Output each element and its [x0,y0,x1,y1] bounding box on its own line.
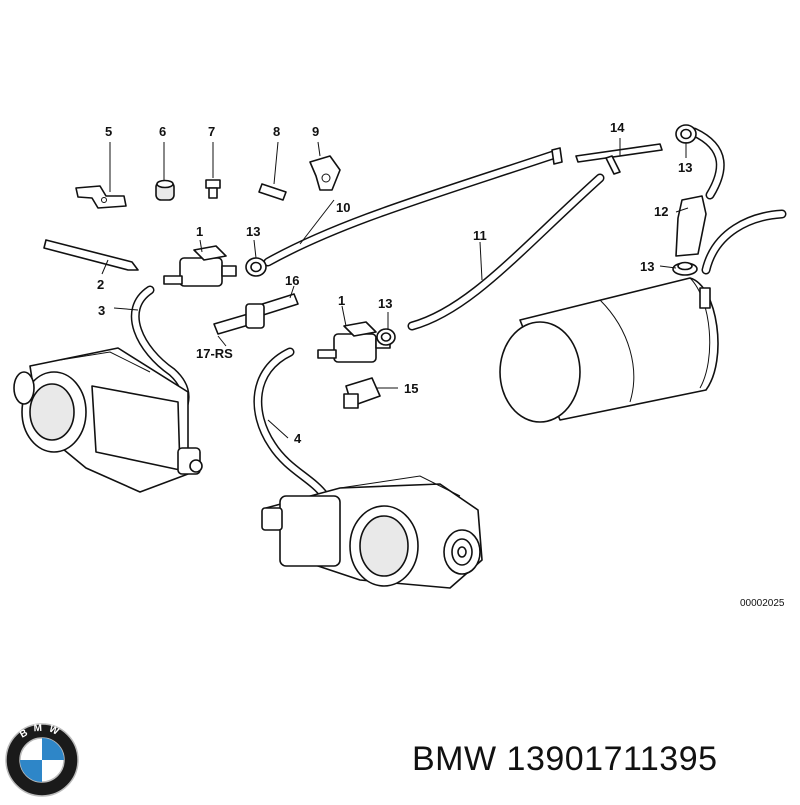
pin-8 [258,183,287,201]
label-1-upper: 1 [196,224,203,239]
throttle-body-right [261,475,483,589]
bmw-logo: BMW [4,722,80,798]
label-4: 4 [294,431,302,446]
leader-lines [101,138,689,439]
hose-10 [263,150,558,267]
part-caption: BMW 13901711395 [412,740,718,779]
connector-16-17 [213,293,299,335]
sleeve-6 [155,179,175,201]
hose-right-long [701,209,787,275]
clip-9 [309,155,341,191]
throttle-body-left [13,347,203,493]
label-7: 7 [208,124,215,139]
label-11: 11 [473,228,487,243]
drawing-code: 00002025 [740,598,785,609]
logo-letter-b: B [18,725,35,741]
valve-1-upper [163,245,237,287]
clamp-13-right [672,261,698,276]
hose-4 [253,347,330,501]
label-3: 3 [98,303,105,318]
canister [499,277,719,423]
logo-letter-m: M [33,723,48,735]
part-labels: 5 6 7 8 9 14 13 12 10 1 13 11 13 2 16 3 … [97,120,785,609]
label-5: 5 [105,124,112,139]
label-15: 15 [404,381,418,396]
strap-2 [43,239,139,271]
label-12: 12 [654,204,668,219]
bracket-5 [75,185,127,209]
plug-15 [343,377,381,409]
hose-right-top [689,127,725,200]
hose-11 [407,173,605,331]
brand-name: BMW [412,740,497,778]
label-13-right: 13 [640,259,654,274]
clamp-13-top-right [675,124,697,144]
label-13-lower: 13 [378,296,392,311]
label-10: 10 [336,200,350,215]
label-2: 2 [97,277,104,292]
clamp-13-upper [245,257,267,277]
label-6: 6 [159,124,166,139]
bolt-7 [205,179,221,199]
label-14: 14 [610,120,625,135]
label-1-lower: 1 [338,293,345,308]
label-16: 16 [285,273,299,288]
part-number: 13901711395 [506,740,718,778]
hose-12 [675,195,707,257]
label-17-rs: 17-RS [196,346,233,361]
label-9: 9 [312,124,319,139]
tee-14 [551,143,663,175]
clamp-13-lower [376,328,396,346]
label-13-top-right: 13 [678,160,692,175]
label-13-upper: 13 [246,224,260,239]
label-8: 8 [273,124,280,139]
